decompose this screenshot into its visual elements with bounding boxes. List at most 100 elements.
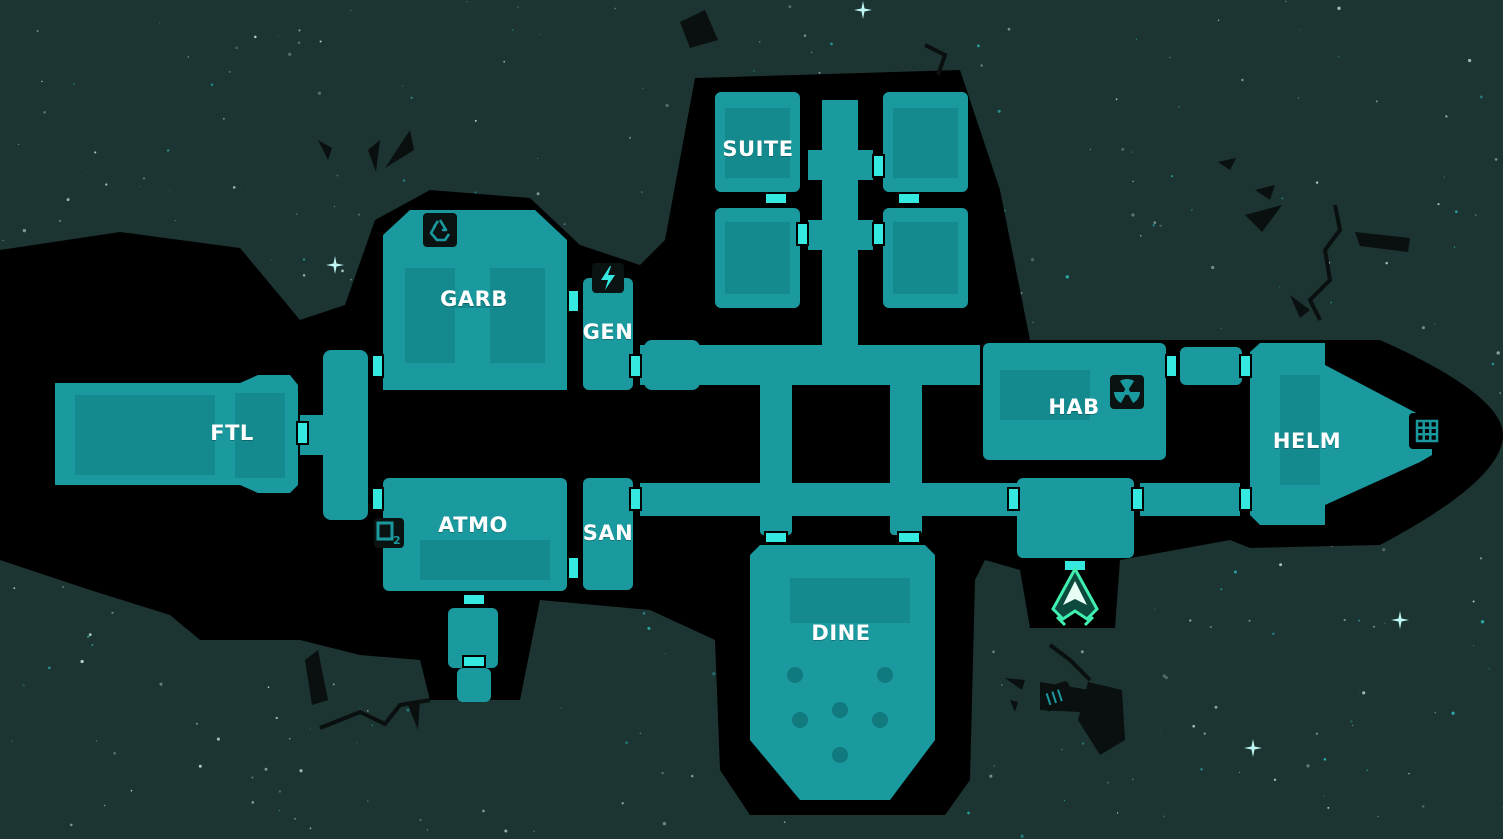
star: [830, 42, 833, 46]
star: [976, 44, 980, 48]
star: [359, 707, 361, 709]
star: [625, 741, 629, 745]
star: [1163, 815, 1165, 818]
star: [482, 809, 485, 813]
star: [58, 219, 62, 223]
star: [302, 274, 306, 277]
star: [470, 7, 472, 9]
recycle-icon: [423, 213, 457, 247]
star: [967, 811, 970, 815]
star: [1171, 175, 1174, 178]
star: [1089, 148, 1092, 151]
star: [560, 707, 562, 709]
sparkle-star: [854, 1, 872, 19]
star: [1241, 78, 1244, 82]
star: [251, 776, 254, 779]
star: [91, 644, 94, 646]
star: [174, 219, 176, 222]
star: [1408, 772, 1410, 775]
star: [317, 91, 322, 95]
star: [1434, 712, 1436, 714]
ship-hull: [0, 70, 1503, 815]
escape-pod-icon: [1040, 681, 1074, 712]
star: [1169, 56, 1171, 58]
player-ship-marker-icon[interactable]: [1045, 565, 1105, 633]
star: [43, 111, 46, 114]
star: [1306, 764, 1310, 768]
star: [1496, 351, 1500, 355]
star: [275, 716, 278, 720]
star: [504, 829, 508, 833]
star: [783, 821, 786, 823]
star: [1323, 758, 1327, 761]
star: [111, 611, 114, 614]
star: [332, 683, 335, 686]
star: [1159, 730, 1161, 732]
star: [1131, 213, 1135, 217]
star: [1377, 815, 1379, 818]
star: [1385, 261, 1388, 265]
star: [228, 70, 231, 74]
star: [980, 64, 983, 67]
star: [661, 772, 664, 775]
star: [563, 223, 566, 225]
room-label-atmo: ATMO: [438, 513, 508, 537]
star: [366, 709, 369, 712]
sparkle-star: [1244, 739, 1262, 757]
star: [1327, 806, 1330, 809]
star: [1209, 625, 1212, 629]
star: [1220, 328, 1222, 330]
star: [1211, 265, 1215, 270]
star: [803, 34, 807, 37]
star: [299, 769, 303, 773]
star: [1192, 724, 1196, 728]
star: [1474, 214, 1477, 216]
star: [1217, 19, 1220, 22]
star: [1359, 689, 1361, 691]
star: [350, 278, 352, 281]
star: [159, 682, 163, 686]
star: [187, 56, 189, 58]
star: [1116, 812, 1119, 814]
room-label-helm: HELM: [1272, 429, 1342, 453]
star: [350, 9, 352, 11]
star: [1451, 711, 1455, 715]
star: [1453, 246, 1456, 248]
star: [1131, 778, 1134, 781]
star: [641, 191, 643, 193]
star: [1239, 771, 1241, 773]
star: [1203, 732, 1206, 735]
star: [1315, 732, 1319, 735]
star: [251, 801, 255, 804]
star: [1284, 0, 1287, 3]
star: [1130, 151, 1132, 153]
star: [1279, 563, 1283, 567]
star: [1248, 619, 1251, 622]
star: [997, 109, 1001, 113]
doors: [296, 154, 1252, 668]
star: [278, 36, 280, 37]
star: [1020, 292, 1023, 295]
star: [426, 829, 429, 831]
star: [267, 686, 270, 689]
star: [223, 117, 225, 120]
star: [70, 823, 73, 827]
dine-seats: [787, 667, 893, 763]
star: [1472, 600, 1475, 603]
star: [614, 7, 617, 10]
star: [198, 764, 202, 768]
star: [371, 724, 374, 727]
star: [1191, 209, 1193, 211]
star: [1445, 115, 1448, 118]
star: [105, 183, 108, 186]
star: [1272, 632, 1275, 636]
star: [1214, 705, 1218, 709]
star: [1135, 38, 1137, 40]
star: [1300, 29, 1302, 31]
star: [1233, 570, 1237, 574]
room-gen-floor: [583, 278, 633, 390]
star: [278, 809, 280, 812]
star: [1061, 748, 1063, 751]
star: [466, 1, 468, 3]
